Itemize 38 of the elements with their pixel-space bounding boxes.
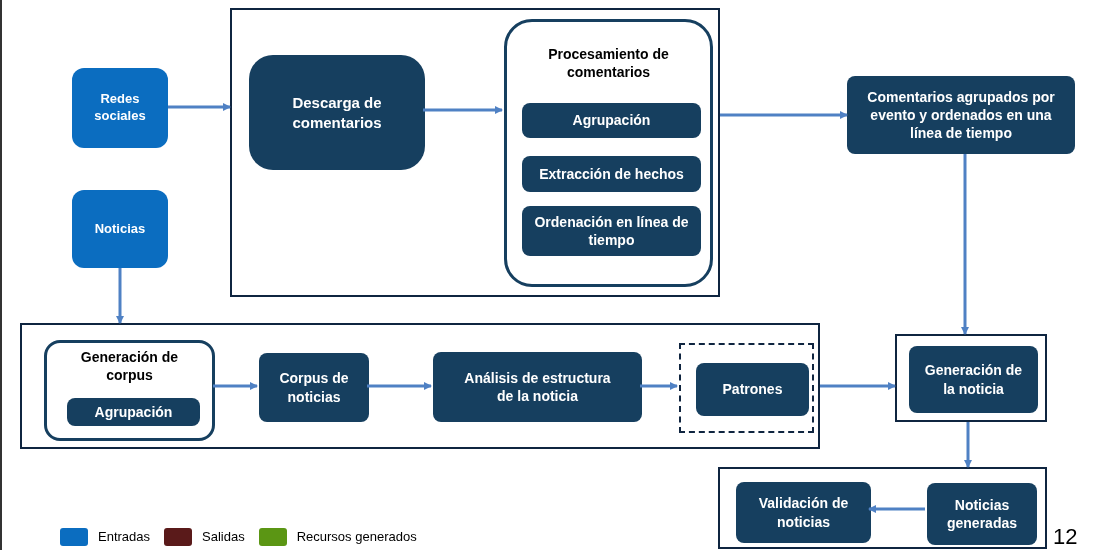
group-frame xyxy=(230,8,720,297)
process-box: Corpus de noticias xyxy=(259,353,369,422)
process-box: Extracción de hechos xyxy=(522,156,701,192)
process-box: Análisis de estructura de la noticia xyxy=(433,352,642,422)
process-box: Agrupación xyxy=(67,398,200,426)
process-box: Comentarios agrupados por evento y ordenados en una línea de tiempo xyxy=(847,76,1075,154)
legend-label: Recursos generados xyxy=(296,528,417,546)
arrow xyxy=(720,111,848,119)
group-box xyxy=(504,19,713,287)
process-box: Noticias generadas xyxy=(927,483,1037,545)
group-frame xyxy=(895,334,1047,422)
process-box: Descarga de comentarios xyxy=(249,55,425,170)
arrow xyxy=(961,154,969,335)
arrow xyxy=(868,505,925,513)
arrow xyxy=(820,382,896,390)
process-box: Validación de noticias xyxy=(736,482,871,543)
process-box: Ordenación en línea de tiempo xyxy=(522,206,701,256)
group-frame xyxy=(20,323,820,449)
page-number: 12 xyxy=(1053,525,1078,549)
process-box: Agrupación xyxy=(522,103,701,138)
legend-label: Entradas xyxy=(98,528,151,546)
group-title: Procesamiento de comentarios xyxy=(547,46,670,81)
arrow xyxy=(168,103,231,111)
legend-label: Salidas xyxy=(202,528,245,546)
process-box: Generación de la noticia xyxy=(909,346,1038,413)
arrow xyxy=(423,106,503,114)
input-box: Redes sociales xyxy=(72,68,168,148)
arrow xyxy=(367,382,432,390)
group-frame xyxy=(718,467,1047,549)
dashed-group-box xyxy=(679,343,814,433)
group-box xyxy=(44,340,215,441)
process-box: Patrones xyxy=(696,363,809,416)
arrow xyxy=(116,268,124,324)
arrow xyxy=(964,422,972,468)
arrow xyxy=(213,382,258,390)
input-box: Noticias xyxy=(72,190,168,268)
arrow xyxy=(640,382,678,390)
group-title: Generación de corpus xyxy=(79,349,180,384)
